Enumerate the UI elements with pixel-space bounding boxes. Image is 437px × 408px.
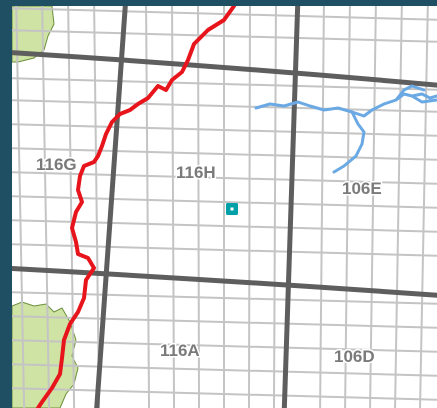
sheet-label-106d: 106D [334, 347, 375, 366]
river-branch-south [332, 110, 366, 174]
minor-grid-vertical [93, 6, 101, 408]
square-location-marker-icon[interactable] [226, 203, 238, 215]
minor-grid-vertical [15, 6, 26, 408]
minor-grid-vertical [171, 6, 176, 408]
major-grid-horizontal-south [12, 266, 437, 298]
minor-grid-vertical [344, 6, 351, 408]
river-main [254, 92, 437, 118]
minor-grid-vertical [145, 6, 151, 408]
sheet-label-116g: 116G [36, 155, 77, 174]
park-area-southwest [12, 301, 79, 408]
minor-grid-lines [12, 6, 437, 408]
major-grid-horizontal-north [12, 50, 437, 88]
sheet-label-116a: 116A [160, 341, 200, 360]
boundary-line [36, 6, 236, 408]
major-grid-lines [12, 6, 437, 408]
major-grid-vertical-east [281, 6, 301, 408]
minor-grid-vertical [41, 6, 51, 408]
minor-grid-vertical [394, 6, 403, 408]
river-branch-east [410, 92, 437, 100]
river-network [254, 84, 437, 174]
minor-grid-vertical [247, 6, 251, 408]
minor-grid-vertical [369, 6, 377, 408]
major-grid-vertical-west [94, 6, 128, 408]
minor-grid-vertical [319, 6, 325, 408]
sheet-label-116h: 116H [176, 163, 216, 182]
nts-index-map[interactable]: 116G 116H 106E 116A 106D [12, 6, 437, 408]
river-branch-north [394, 84, 426, 102]
sheet-label-106e: 106E [342, 179, 382, 198]
minor-grid-vertical [67, 6, 76, 408]
minor-grid-vertical [272, 6, 277, 408]
minor-grid-vertical [419, 6, 429, 408]
